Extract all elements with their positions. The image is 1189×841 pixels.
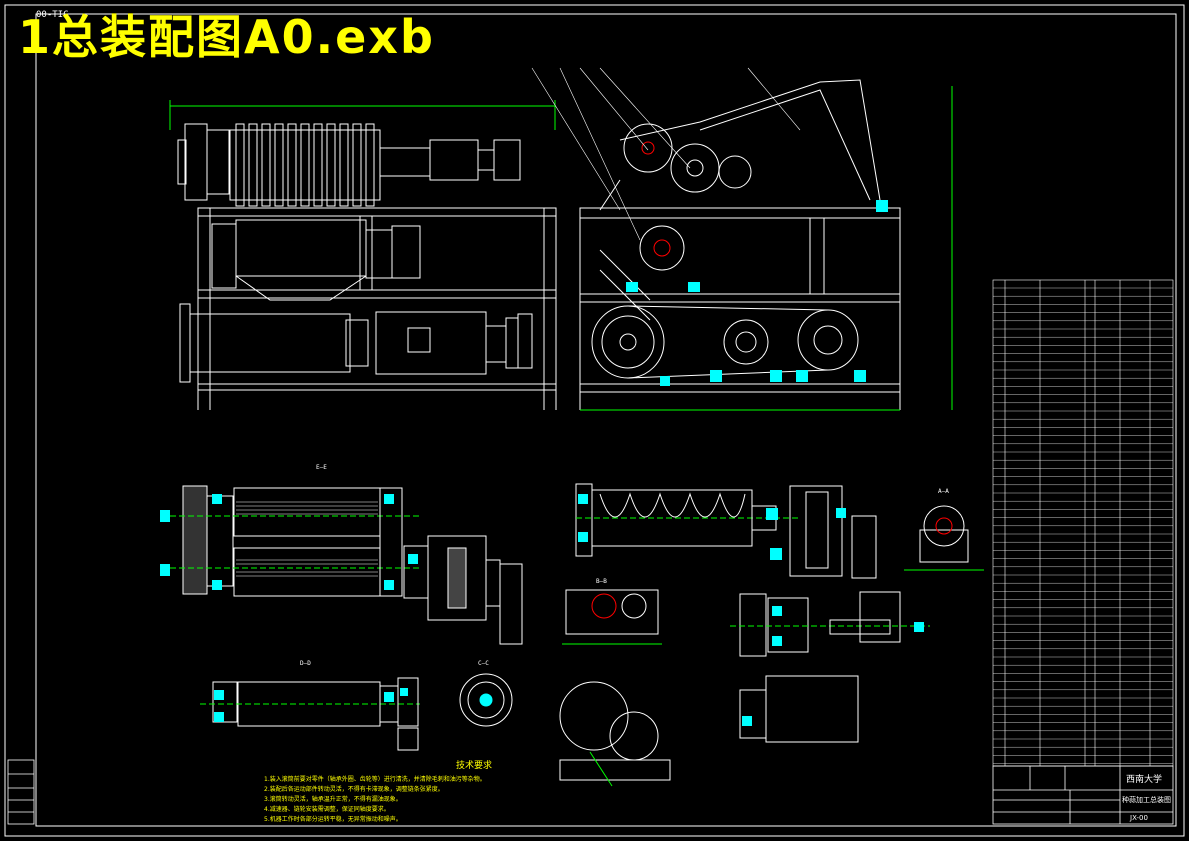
drum-fin (339, 123, 349, 207)
top-right-anchors (626, 200, 888, 386)
screw-conveyor-view (575, 483, 877, 579)
note-line: 5.机器工作时各部分运转平稳，无异常振动和噪声。 (264, 816, 402, 823)
drum-section-view (170, 485, 523, 645)
section-label: A—A (938, 488, 949, 495)
drum-hatching (236, 501, 378, 577)
drum-fin (261, 123, 271, 207)
drum-fin (274, 123, 284, 207)
motor-transmission-view (730, 591, 930, 743)
file-title: 1总装配图A0.exb (18, 10, 435, 64)
screw-bolts (578, 494, 846, 560)
note-line: 4.减速器、链轮安装需调整，保证同轴度要求。 (264, 806, 390, 813)
drum-fin (326, 123, 336, 207)
shaft-view (200, 677, 420, 751)
drum-fin (287, 123, 297, 207)
balloon-leaders-top (531, 67, 801, 241)
parts-list-rows (993, 287, 1173, 764)
section-label: B—B (596, 578, 607, 585)
gear-housing-view (559, 589, 671, 787)
section-label: E—E (316, 464, 327, 471)
shaft-bolts (214, 688, 408, 722)
drum-bolts (160, 494, 418, 590)
inner-border (35, 13, 1177, 827)
side-stamp-box (7, 759, 35, 825)
corner-code: 00-TIC (36, 10, 69, 20)
drum-fin (248, 123, 258, 207)
motor-bolts (742, 606, 924, 726)
technical-notes: 技术要求 1.装入滚筒前要对零件（轴承外圈、齿轮等）进行清洗，并清除毛刺和油污等… (264, 758, 684, 825)
outer-border (4, 4, 1185, 837)
drum-fin (313, 123, 323, 207)
drum-fin (300, 123, 310, 207)
bearing-end-view (904, 505, 984, 571)
note-line: 2.装配后各运动部件转动灵活，不得有卡滞现象，调整链条张紧度。 (264, 786, 444, 793)
note-line: 1.装入滚筒前要对零件（轴承外圈、齿轮等）进行清洗，并清除毛刺和油污等杂物。 (264, 776, 486, 783)
section-label: D—D (300, 660, 311, 667)
drum-fin (352, 123, 362, 207)
gear-section (459, 673, 513, 727)
top-right-view (579, 79, 953, 411)
top-left-view (169, 100, 557, 410)
drum-fin (235, 123, 245, 207)
title-block-school: 西南大学 (1126, 775, 1163, 785)
title-block-drawing-no: JX-00 (1130, 814, 1148, 822)
title-block-drawing-name: 种蒜加工总装图 (1122, 796, 1171, 804)
parts-list-table (992, 279, 1174, 767)
notes-heading: 技术要求 (455, 761, 492, 771)
drum-fin (365, 123, 375, 207)
note-line: 3.滚筒转动灵活，轴承温升正常，不得有漏油现象。 (264, 796, 402, 803)
section-label: C—C (478, 660, 489, 667)
title-block (992, 765, 1174, 825)
